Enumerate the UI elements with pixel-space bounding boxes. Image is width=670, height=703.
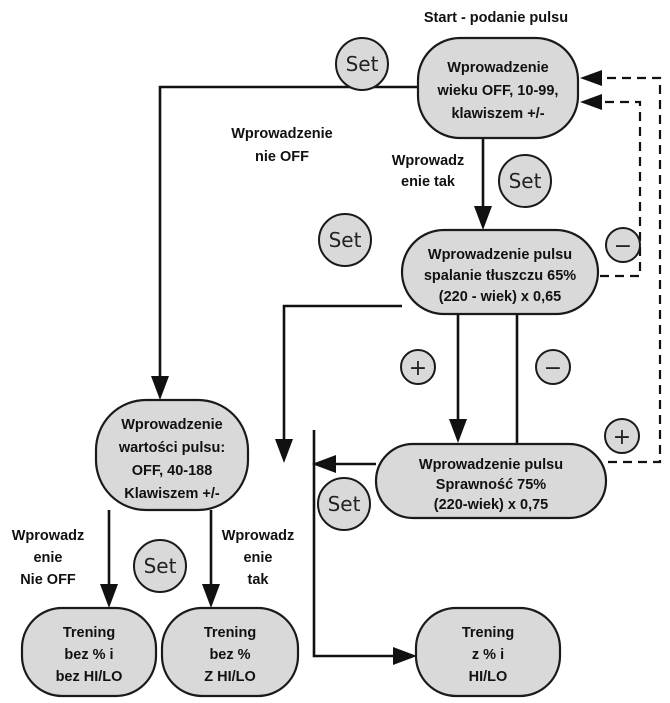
set-button-fatburn: Set: [318, 213, 372, 267]
arrowhead: [393, 647, 417, 665]
set-button-label: Set: [144, 554, 177, 578]
edge-fatburn-minus-back: [600, 100, 642, 278]
node-line: z % i: [472, 647, 504, 663]
arrowhead: [474, 206, 492, 230]
set-button-label: Set: [346, 52, 379, 76]
minus-icon: −: [614, 234, 632, 259]
node-line: (220 - wiek) x 0,65: [439, 289, 562, 305]
node-line: OFF, 40-188: [132, 463, 213, 479]
arrowhead: [100, 584, 118, 608]
edge-label-not-off: Wprowadzenie: [231, 126, 333, 142]
minus-button-fitness-up: −: [535, 349, 571, 385]
arrowhead: [312, 455, 336, 473]
edge-age-to-pulse-value: [158, 85, 418, 380]
edge-label-yes-top: Wprowadz: [392, 153, 465, 169]
edge-label-not-off-bottom: Wprowadz: [12, 528, 85, 544]
node-line: Wprowadzenie pulsu: [428, 247, 572, 263]
edge-label-yes-bottom: Wprowadz: [222, 528, 295, 544]
node-pulse-value-input: Wprowadzenie wartości pulsu: OFF, 40-188…: [94, 398, 250, 512]
node-line: spalanie tłuszczu 65%: [424, 268, 576, 284]
node-fitness-pulse: Wprowadzenie pulsu Sprawność 75% (220-wi…: [374, 442, 608, 520]
minus-icon: −: [544, 356, 562, 381]
set-button-label: Set: [328, 492, 361, 516]
edge-collector-to-training: [312, 430, 396, 658]
edge-label-not-off: nie OFF: [255, 149, 309, 165]
node-line: Wprowadzenie: [121, 417, 223, 433]
node-line: Trening: [204, 625, 256, 641]
node-line: bez %: [209, 647, 250, 663]
edge-fitness-plus-back: [600, 76, 662, 464]
node-line: Klawiszem +/-: [124, 486, 220, 502]
node-fat-burn-pulse: Wprowadzenie pulsu spalanie tłuszczu 65%…: [400, 228, 600, 316]
set-button-label: Set: [329, 228, 362, 252]
node-line: Sprawność 75%: [436, 477, 547, 493]
node-line: klawiszem +/-: [451, 106, 544, 122]
set-button-pulse-value: Set: [133, 539, 187, 593]
plus-icon: +: [613, 425, 631, 450]
minus-button-fatburn-back: −: [605, 227, 641, 263]
arrowhead: [580, 70, 602, 86]
edge-fatburn-set-down: [282, 304, 402, 443]
node-line: Wprowadzenie pulsu: [419, 457, 563, 473]
node-line: Wprowadzenie: [447, 60, 549, 76]
node-line: HI/LO: [469, 669, 508, 685]
arrowhead: [449, 419, 467, 443]
set-button-label: Set: [509, 169, 542, 193]
arrowhead: [202, 584, 220, 608]
node-training-hilo: Trening bez % Z HI/LO: [160, 606, 300, 698]
node-line: Trening: [63, 625, 115, 641]
edge-label-not-off-bottom: Nie OFF: [20, 572, 76, 588]
node-line: Trening: [462, 625, 514, 641]
set-button-fitness: Set: [317, 477, 371, 531]
node-line: bez % i: [64, 647, 113, 663]
edge-label-yes-top: enie tak: [401, 174, 456, 190]
plus-icon: +: [409, 356, 427, 381]
node-line: wartości pulsu:: [118, 440, 225, 456]
node-training-no-hilo: Trening bez % i bez HI/LO: [20, 606, 158, 698]
node-training-pct-hilo: Trening z % i HI/LO: [414, 606, 562, 698]
edge-label-yes-bottom: tak: [248, 572, 270, 588]
edge-label-yes-bottom: enie: [243, 550, 272, 566]
node-line: Z HI/LO: [204, 669, 256, 685]
node-line: bez HI/LO: [56, 669, 123, 685]
node-line: wieku OFF, 10-99,: [437, 83, 559, 99]
plus-button-fitness-back: +: [604, 418, 640, 454]
set-button-age: Set: [335, 37, 389, 91]
set-button-yes: Set: [498, 154, 552, 208]
node-age-input: Wprowadzenie wieku OFF, 10-99, klawiszem…: [416, 36, 580, 140]
node-line: (220-wiek) x 0,75: [434, 497, 548, 513]
arrowhead: [580, 94, 602, 110]
arrowhead: [275, 439, 293, 463]
plus-button-fatburn-down: +: [400, 349, 436, 385]
edge-label-not-off-bottom: enie: [33, 550, 62, 566]
arrowhead: [151, 376, 169, 400]
start-label: Start - podanie pulsu: [424, 10, 568, 26]
